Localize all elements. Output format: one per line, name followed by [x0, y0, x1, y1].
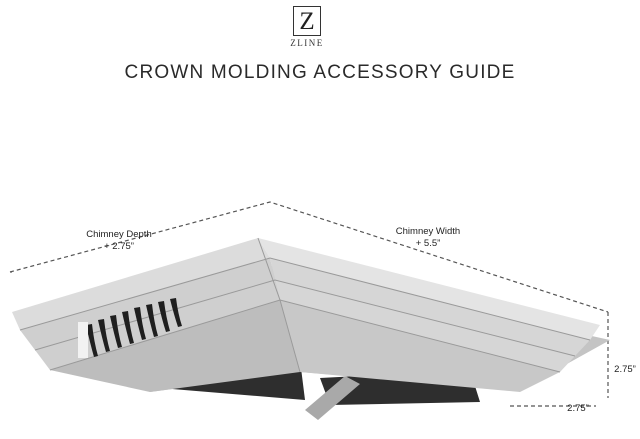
width-value: + 5.5” [415, 238, 441, 249]
top-dimension-line [9, 201, 609, 313]
vent-edge [78, 322, 88, 358]
depth-value: + 2.75” [104, 241, 134, 252]
height-label: 2.75” [614, 364, 636, 375]
logo-wordmark: ZLINE [290, 38, 324, 48]
left-top-face [12, 238, 270, 330]
dimension-lines [9, 201, 609, 407]
bracket-edge [305, 376, 360, 420]
chimney-depth-label: Chimney Depth + 2.75” [74, 229, 164, 253]
projection-label: 2.75” [567, 403, 589, 414]
logo-letter: Z [299, 7, 315, 35]
left-lower-cove [50, 300, 300, 392]
vent-grille [86, 298, 182, 357]
zline-logo: Z [293, 6, 321, 36]
right-top-face [258, 238, 600, 340]
right-front-face [270, 258, 590, 372]
chimney-width-label: Chimney Width + 5.5” [383, 226, 473, 250]
width-name: Chimney Width [395, 226, 461, 237]
page-title: CROWN MOLDING ACCESSORY GUIDE [124, 62, 516, 83]
right-lower-cove [280, 300, 560, 392]
depth-name: Chimney Depth [86, 229, 152, 240]
